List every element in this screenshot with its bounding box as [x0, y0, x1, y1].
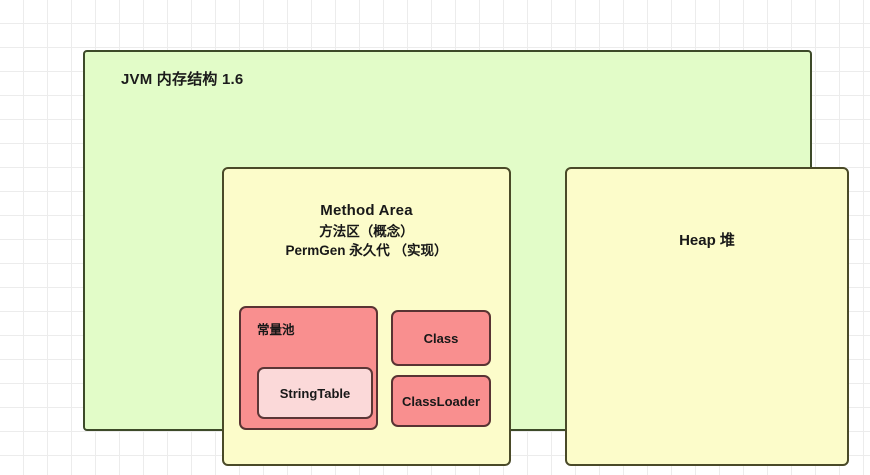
- classloader-box-label: ClassLoader: [401, 393, 481, 409]
- jvm-memory-structure-container: JVM 内存结构 1.6 Method Area 方法区（概念） PermGen…: [83, 50, 849, 466]
- class-box: Class: [391, 310, 491, 366]
- method-area-labels: Method Area 方法区（概念） PermGen 永久代 （实现）: [224, 200, 509, 261]
- heap-box: Heap 堆: [565, 167, 849, 466]
- method-area-box: Method Area 方法区（概念） PermGen 永久代 （实现） 常量池…: [222, 167, 511, 466]
- constant-pool-box: 常量池 StringTable: [239, 306, 378, 430]
- class-box-label: Class: [423, 330, 459, 346]
- method-area-title-zh: 方法区（概念）: [319, 223, 414, 239]
- string-table-box: StringTable: [257, 367, 373, 419]
- method-area-title-en: Method Area: [320, 202, 413, 219]
- classloader-box: ClassLoader: [391, 375, 491, 427]
- method-area-permgen-label: PermGen 永久代 （实现）: [285, 243, 448, 259]
- string-table-label: StringTable: [279, 385, 351, 401]
- constant-pool-label: 常量池: [257, 323, 295, 337]
- jvm-container-title: JVM 内存结构 1.6: [121, 71, 244, 88]
- heap-label: Heap 堆: [679, 232, 735, 249]
